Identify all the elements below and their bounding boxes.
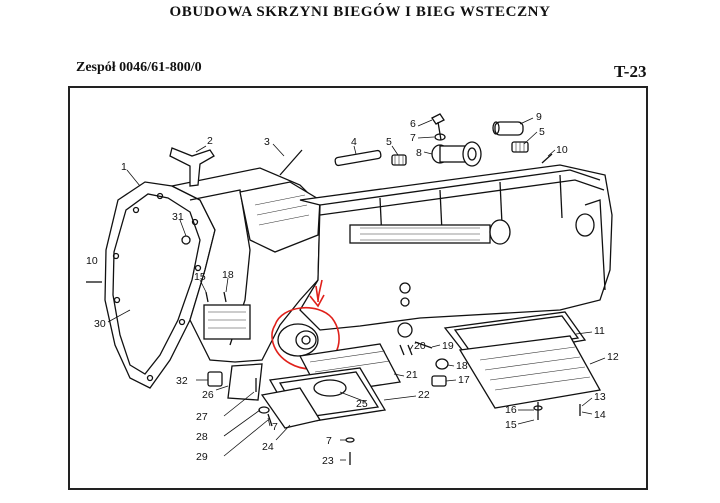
- callout-7c: 7: [326, 435, 332, 447]
- callout-22: 22: [418, 389, 430, 401]
- parts-bottom: [181, 235, 602, 465]
- part-callouts: 1 2 3 4 5 6 7 8 9 5 10 10 11 12 13 14 15…: [86, 111, 619, 467]
- diagram-frame: [68, 86, 648, 490]
- callout-30: 30: [94, 318, 106, 330]
- inspection-window: [203, 304, 251, 340]
- callout-3: 3: [264, 136, 270, 148]
- callout-16: 16: [505, 404, 517, 416]
- callout-27: 27: [196, 411, 208, 423]
- callout-19: 19: [442, 340, 454, 352]
- callout-7: 7: [410, 132, 416, 144]
- shift-fork: [169, 147, 215, 187]
- parts-top: [86, 113, 553, 283]
- callout-15b: 15: [194, 271, 206, 283]
- callout-4: 4: [351, 136, 357, 148]
- callout-1: 1: [121, 161, 127, 173]
- callout-5a: 5: [386, 136, 392, 148]
- callout-5b: 5: [539, 126, 545, 138]
- callout-8: 8: [416, 147, 422, 159]
- callout-31: 31: [172, 211, 184, 223]
- cover-plate-12: [458, 335, 602, 409]
- sheet-code: T-23: [614, 62, 647, 81]
- callout-15a: 15: [505, 419, 517, 431]
- callout-21: 21: [406, 369, 418, 381]
- callout-28: 28: [196, 431, 208, 443]
- callout-10b: 10: [86, 255, 98, 267]
- leader-lines: [107, 117, 606, 461]
- callout-29: 29: [196, 451, 208, 463]
- bell-housing-flange: [104, 181, 216, 389]
- callout-25: 25: [356, 398, 368, 410]
- callout-24: 24: [262, 441, 274, 453]
- callout-17: 17: [458, 374, 470, 386]
- page-title: OBUDOWA SKRZYNI BIEGÓW I BIEG WSTECZNY: [169, 4, 551, 20]
- callout-23: 23: [322, 455, 334, 467]
- callout-13: 13: [594, 391, 606, 403]
- callout-9: 9: [536, 111, 542, 123]
- callout-26: 26: [202, 389, 214, 401]
- gearbox-case: [299, 164, 613, 331]
- callout-11: 11: [594, 325, 605, 337]
- callout-32: 32: [176, 375, 188, 387]
- callout-18a: 18: [456, 360, 468, 372]
- callout-10a: 10: [556, 144, 568, 156]
- callout-12: 12: [607, 351, 619, 363]
- callout-2: 2: [207, 135, 213, 147]
- callout-18b: 18: [222, 269, 234, 281]
- callout-20: 20: [414, 340, 426, 352]
- reverse-gear-bearing-boss: [277, 323, 319, 357]
- callout-14: 14: [594, 409, 606, 421]
- callout-6: 6: [410, 118, 416, 130]
- assembly-number: Zespół 0046/61-800/0: [76, 60, 202, 75]
- gearbox-housing: [104, 164, 613, 389]
- callout-7b: 7: [272, 421, 278, 433]
